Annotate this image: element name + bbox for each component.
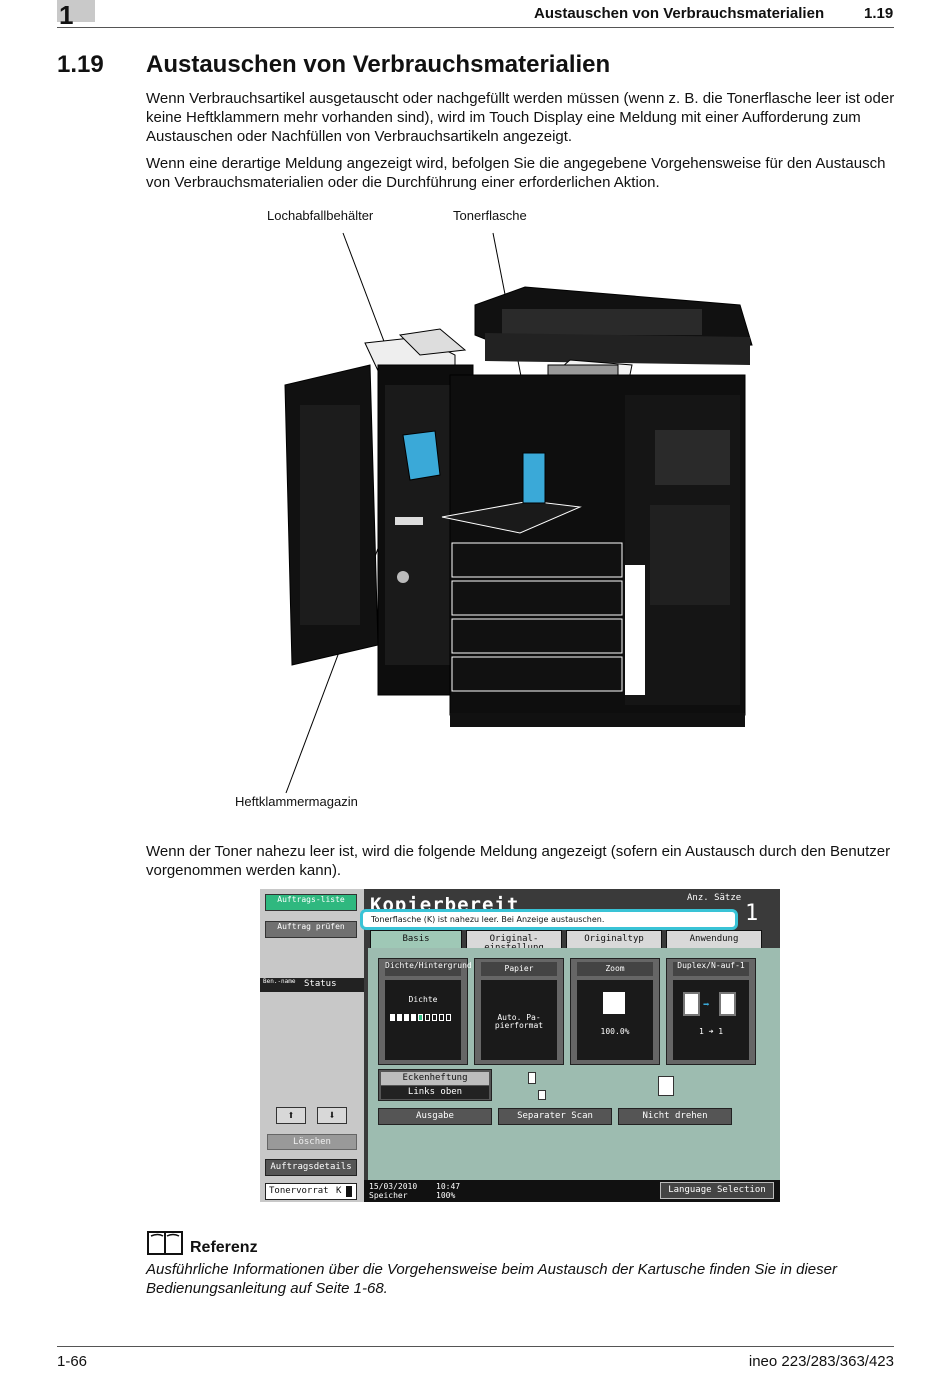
section-number: 1.19 [57,51,104,78]
running-section-number: 1.19 [864,5,894,22]
output-button[interactable]: Ausgabe [378,1108,492,1125]
duplex-body: ➡ 1 ➜ 1 [673,980,749,1060]
arrow-down-icon: ⬇ [328,1108,336,1122]
duplex-arrow-icon: ➡ [703,998,710,1011]
job-details-button[interactable]: Auftragsdetails [265,1159,357,1176]
separate-scan-button[interactable]: Separater Scan [498,1108,612,1125]
paper-drawer-3 [451,618,623,654]
toner-supply-indicator: Tonervorrat K [265,1183,357,1200]
paper-function[interactable]: Papier Auto. Pa-pierformat [474,958,564,1065]
paper-body: Auto. Pa-pierformat [481,980,557,1060]
duplex-heading: Duplex/N-auf-1 [673,962,749,976]
tab-basis[interactable]: Basis [370,930,462,950]
corner-staple-value: Links oben [381,1086,489,1099]
duplex-target-icon [719,992,736,1016]
toner-message-paragraph: Wenn der Toner nahezu leer ist, wird die… [146,843,891,879]
memory-label: Speicher [369,1191,408,1200]
toner-level-bar [346,1186,352,1197]
paper-drawer-4 [451,656,623,692]
intro-paragraph: Wenn Verbrauchsartikel ausgetauscht oder… [146,90,895,145]
no-rotate-button[interactable]: Nicht drehen [618,1108,732,1125]
book-icon [147,1231,183,1255]
delete-button[interactable]: Löschen [267,1134,357,1150]
corner-staple-label: Eckenheftung [381,1072,489,1085]
copy-screen: Kopierbereit Anz. Sätze 1 Tonerflasche (… [360,889,780,1202]
header-rule [57,27,894,28]
copier-illustration [284,232,753,794]
tab-originaltyp[interactable]: Originaltyp [566,930,662,950]
reference-text: Ausführliche Informationen über die Vorg… [146,1261,837,1297]
toner-supply-label: Tonervorrat [269,1186,329,1196]
reference-title: Referenz [190,1239,258,1256]
zoom-page-icon [603,992,625,1014]
density-function[interactable]: Dichte/Hintergrund Dichte [378,958,472,1065]
paper-value: Auto. Pa-pierformat [494,1013,544,1030]
duplex-source-icon [683,992,700,1016]
zoom-value: 100.0% [600,1027,630,1036]
chapter-tab [57,0,95,22]
running-title: Austauschen von Verbrauchsmaterialien [534,5,825,22]
scroll-up-button[interactable]: ⬆ [276,1107,306,1124]
no-rotate-icon [658,1076,674,1096]
density-body: Dichte [385,980,461,1060]
punch-waste-box-highlight [402,430,441,481]
separate-scan-icon [538,1090,546,1100]
page-number: 1-66 [57,1353,88,1370]
toner-color-label: K [336,1186,342,1196]
duplex-function[interactable]: Duplex/N-auf-1 ➡ 1 ➜ 1 [666,958,756,1065]
job-sidebar: Auftrags-liste Auftrag prüfen Ben.-name … [260,889,364,1202]
check-job-button[interactable]: Auftrag prüfen [265,921,357,938]
tab-anwendung[interactable]: Anwendung [666,930,762,950]
callout-lochabfallbehaelter: Lochabfallbehälter [267,208,374,223]
basis-tab-content: Dichte/Hintergrund Dichte Papier Auto. P… [368,948,780,1180]
open-front-cover [441,500,582,534]
column-name: Ben.-name [263,978,296,985]
product-name: ineo 223/283/363/423 [748,1353,894,1370]
density-heading: Dichte/Hintergrund [385,962,472,976]
language-selection-button[interactable]: Language Selection [660,1182,774,1199]
status-date-block: 15/03/2010 Speicher [369,1182,417,1200]
zoom-body: 100.0% [577,980,653,1060]
status-time: 10:47 [436,1182,461,1191]
zoom-function[interactable]: Zoom 100.0% [570,958,660,1065]
arrow-up-icon: ⬆ [287,1108,295,1122]
paper-drawer-1 [451,542,623,578]
callout-heftklammermagazin: Heftklammermagazin [235,794,358,809]
instruction-paragraph: Wenn eine derartige Meldung angezeigt wi… [146,155,886,191]
status-bar: 15/03/2010 Speicher 10:47 100% Language … [364,1180,780,1202]
copies-value: 1 [745,901,759,926]
section-title: Austauschen von Verbrauchsmaterialien [146,51,611,78]
paper-heading: Papier [481,962,557,976]
tab-originaleinstellung[interactable]: Original-einstellung [466,930,562,953]
zoom-heading: Zoom [577,962,653,976]
toner-low-message: Tonerflasche (K) ist nahezu leer. Bei An… [360,909,738,930]
chapter-number: 1 [59,0,74,30]
duplex-value: 1 ➜ 1 [698,1027,724,1036]
job-list-header: Ben.-name Status [260,978,364,992]
scroll-down-button[interactable]: ⬇ [317,1107,347,1124]
job-list-button[interactable]: Auftrags-liste [265,894,357,911]
corner-staple-setting[interactable]: Eckenheftung Links oben [378,1069,492,1101]
paper-drawer-2 [451,580,623,616]
status-date: 15/03/2010 [369,1182,418,1191]
footer-rule [57,1346,894,1347]
density-label: Dichte [408,995,438,1004]
toner-bottle-highlight [522,452,546,504]
memory-value: 100% [436,1191,456,1200]
status-time-block: 10:47 100% [436,1182,460,1200]
touch-panel-screenshot: Auftrags-liste Auftrag prüfen Ben.-name … [260,889,780,1202]
column-status: Status [304,979,337,989]
callout-tonerflasche: Tonerflasche [453,208,527,223]
density-scale [390,1014,451,1021]
staple-icon [528,1072,536,1084]
copies-label: Anz. Sätze [687,893,742,903]
